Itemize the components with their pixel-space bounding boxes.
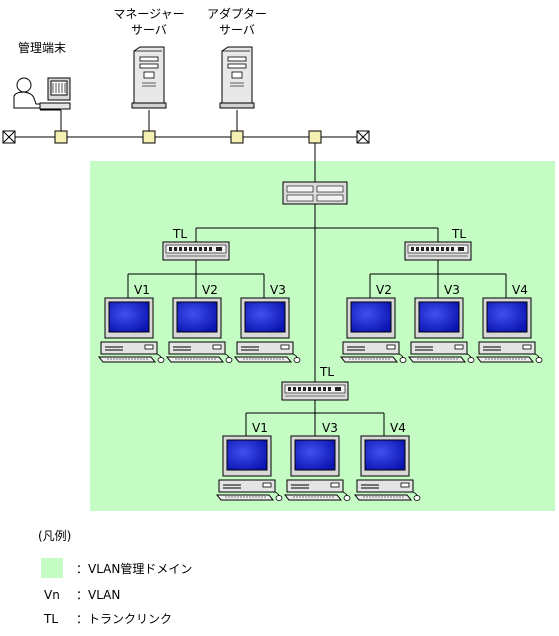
switch-left: [162, 241, 230, 261]
terminator-left: [2, 130, 16, 144]
manager-server-icon: [131, 46, 167, 109]
trunk-label-left: TL: [172, 227, 187, 241]
bus-node-adapter: [230, 130, 244, 144]
legend-trunk-text: ：トランクリンク: [76, 612, 173, 626]
terminator-right: [356, 130, 370, 144]
manager-terminal-icon: [13, 77, 71, 110]
vlan-label: V3: [270, 283, 286, 297]
core-switch-icon: [282, 181, 348, 205]
vlan-label: V3: [322, 421, 338, 435]
manager-server-label-line1: マネージャー: [113, 7, 185, 21]
switch-bottom: [281, 381, 349, 401]
legend-vlan-text: ：VLAN: [76, 588, 121, 602]
adapter-server-label-line1: アダプター: [206, 7, 267, 21]
bus-node-domain: [308, 130, 322, 144]
vlan-label: V4: [512, 283, 528, 297]
legend-domain-text: ：VLAN管理ドメイン: [76, 562, 193, 576]
manager-server-label-line2: サーバ: [131, 23, 167, 37]
trunk-label-right: TL: [451, 227, 466, 241]
manager-terminal-label: 管理端末: [18, 41, 67, 55]
bus-node-manager: [142, 130, 156, 144]
vlan-label: V2: [202, 283, 218, 297]
legend-domain-swatch: [41, 558, 63, 578]
switch-right: [404, 241, 472, 261]
legend-vlan-key: Vn: [44, 588, 60, 602]
adapter-server-icon: [219, 46, 255, 109]
trunk-label-bottom: TL: [319, 365, 334, 379]
vlan-label: V4: [390, 421, 406, 435]
bus-node-terminal: [54, 130, 68, 144]
vlan-label: V3: [444, 283, 460, 297]
vlan-label: V2: [376, 283, 392, 297]
vlan-label: V1: [134, 283, 150, 297]
legend-trunk-key: TL: [44, 612, 59, 626]
adapter-server-label-line2: サーバ: [219, 23, 255, 37]
legend-title: (凡例): [38, 529, 72, 543]
vlan-label: V1: [252, 421, 268, 435]
